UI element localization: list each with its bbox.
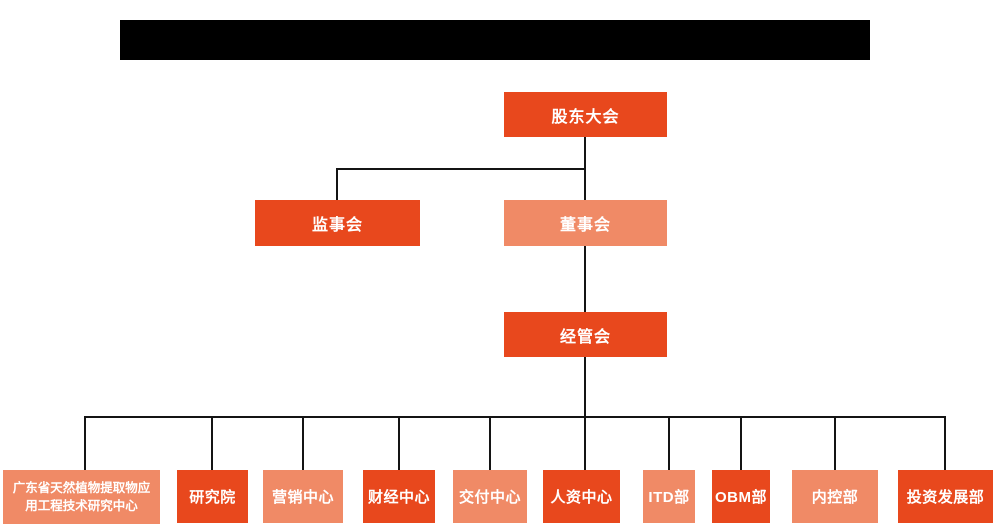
node-dept-marketing-center: 营销中心 bbox=[263, 470, 343, 523]
connector-line bbox=[584, 246, 586, 312]
connector-line bbox=[336, 168, 586, 170]
connector-drop bbox=[944, 416, 946, 470]
node-dept-guangdong-research-center: 广东省天然植物提取物应用工程技术研究中心 bbox=[3, 470, 160, 524]
node-dept-investment-development: 投资发展部 bbox=[898, 470, 993, 523]
redacted-title-bar bbox=[120, 20, 870, 60]
node-board-of-directors: 董事会 bbox=[504, 200, 667, 246]
connector-drop bbox=[398, 416, 400, 470]
node-dept-obm: OBM部 bbox=[712, 470, 770, 523]
connector-drop bbox=[584, 416, 586, 470]
node-supervisory-board: 监事会 bbox=[255, 200, 420, 246]
node-dept-finance-center: 财经中心 bbox=[363, 470, 435, 523]
node-dept-delivery-center: 交付中心 bbox=[453, 470, 527, 523]
connector-drop bbox=[834, 416, 836, 470]
node-shareholders-meeting: 股东大会 bbox=[504, 92, 667, 137]
node-dept-internal-control: 内控部 bbox=[792, 470, 878, 523]
connector-drop bbox=[740, 416, 742, 470]
connector-drop bbox=[489, 416, 491, 470]
connector-line bbox=[336, 168, 338, 200]
node-dept-itd: ITD部 bbox=[643, 470, 695, 523]
connector-drop bbox=[84, 416, 86, 470]
node-dept-hr-center: 人资中心 bbox=[543, 470, 620, 523]
connector-drop bbox=[302, 416, 304, 470]
node-management-committee: 经管会 bbox=[504, 312, 667, 357]
node-dept-research-institute: 研究院 bbox=[177, 470, 248, 523]
connector-bus bbox=[84, 416, 946, 418]
connector-drop bbox=[668, 416, 670, 470]
connector-drop bbox=[211, 416, 213, 470]
connector-line bbox=[584, 357, 586, 417]
